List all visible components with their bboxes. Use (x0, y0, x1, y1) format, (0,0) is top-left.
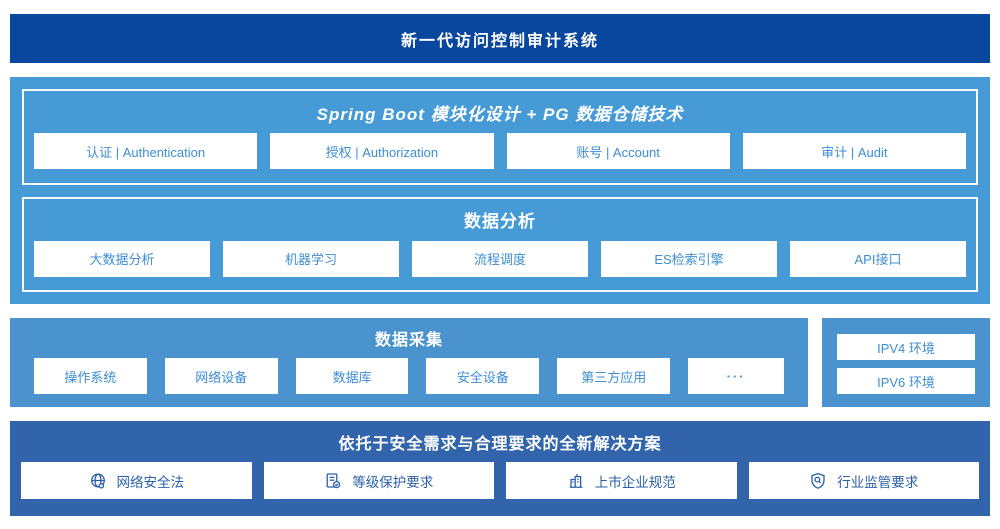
analysis-panel-title: 数据分析 (464, 212, 536, 231)
system-title: 新一代访问控制审计系统 (400, 32, 599, 50)
collection-title: 数据采集 (374, 332, 443, 349)
globe-icon (89, 472, 107, 490)
collection-box-thirdparty: 第三方应用 (557, 358, 671, 394)
collection-box-network-device: 网络设备 (164, 358, 278, 394)
module-box-authentication: 认证 | Authentication (34, 133, 258, 169)
solution-box-label: 上市企业规范 (594, 474, 676, 490)
collection-box-security-device: 安全设备 (426, 358, 540, 394)
network-env-panel: IPV4 环境 IPV6 环境 (822, 318, 990, 407)
system-title-banner: 新一代访问控制审计系统 (10, 14, 990, 63)
analysis-box-bigdata: 大数据分析 (34, 240, 210, 277)
modules-panel-title: Spring Boot 模块化设计 + PG 数据仓储技术 (316, 104, 684, 124)
analysis-box-workflow: 流程调度 (412, 240, 588, 277)
ipv4-env-box: IPV4 环境 (837, 334, 975, 360)
collection-box-os: 操作系统 (34, 358, 147, 394)
collection-box-database: 数据库 (295, 358, 409, 394)
module-box-audit: 审计 | Audit (742, 133, 966, 169)
solution-box-classified-protection: 等级保护要求 (263, 462, 494, 499)
analysis-panel: 数据分析 大数据分析 机器学习 流程调度 ES检索引擎 API接口 (22, 196, 978, 292)
solution-box-label: 等级保护要求 (352, 474, 434, 490)
solution-box-label: 网络安全法 (116, 474, 185, 490)
solution-box-row: 网络安全法 等级保护要求 (21, 462, 979, 499)
solution-box-listed-company: 上市企业规范 (506, 462, 737, 499)
modules-panel: Spring Boot 模块化设计 + PG 数据仓储技术 认证 | Authe… (22, 89, 978, 185)
analysis-box-ml: 机器学习 (223, 240, 399, 277)
solution-title: 依托于安全需求与合理要求的全新解决方案 (338, 435, 662, 453)
module-box-authorization: 授权 | Authorization (270, 133, 494, 169)
analysis-box-es: ES检索引擎 (601, 240, 777, 277)
module-box-account: 账号 | Account (506, 133, 730, 169)
solution-box-cybersecurity-law: 网络安全法 (21, 462, 252, 499)
collection-box-row: 操作系统 网络设备 数据库 安全设备 第三方应用 ··· (34, 358, 785, 394)
building-icon (567, 472, 585, 490)
ipv6-env-box: IPV6 环境 (837, 368, 975, 394)
platform-section: Spring Boot 模块化设计 + PG 数据仓储技术 认证 | Authe… (10, 77, 990, 304)
solution-section: 依托于安全需求与合理要求的全新解决方案 网络安全法 (10, 421, 990, 516)
analysis-box-api: API接口 (790, 240, 966, 277)
collection-row: 数据采集 操作系统 网络设备 数据库 安全设备 第三方应用 ··· IPV4 环… (10, 318, 990, 407)
collection-box-ellipsis: ··· (688, 358, 785, 394)
modules-box-row: 认证 | Authentication 授权 | Authorization 账… (34, 133, 966, 169)
shield-search-icon (809, 472, 827, 490)
analysis-box-row: 大数据分析 机器学习 流程调度 ES检索引擎 API接口 (34, 240, 966, 277)
collection-section: 数据采集 操作系统 网络设备 数据库 安全设备 第三方应用 ··· (10, 318, 808, 407)
document-check-icon (324, 472, 342, 490)
solution-box-industry-regulation: 行业监管要求 (748, 462, 979, 499)
solution-box-label: 行业监管要求 (837, 474, 919, 490)
